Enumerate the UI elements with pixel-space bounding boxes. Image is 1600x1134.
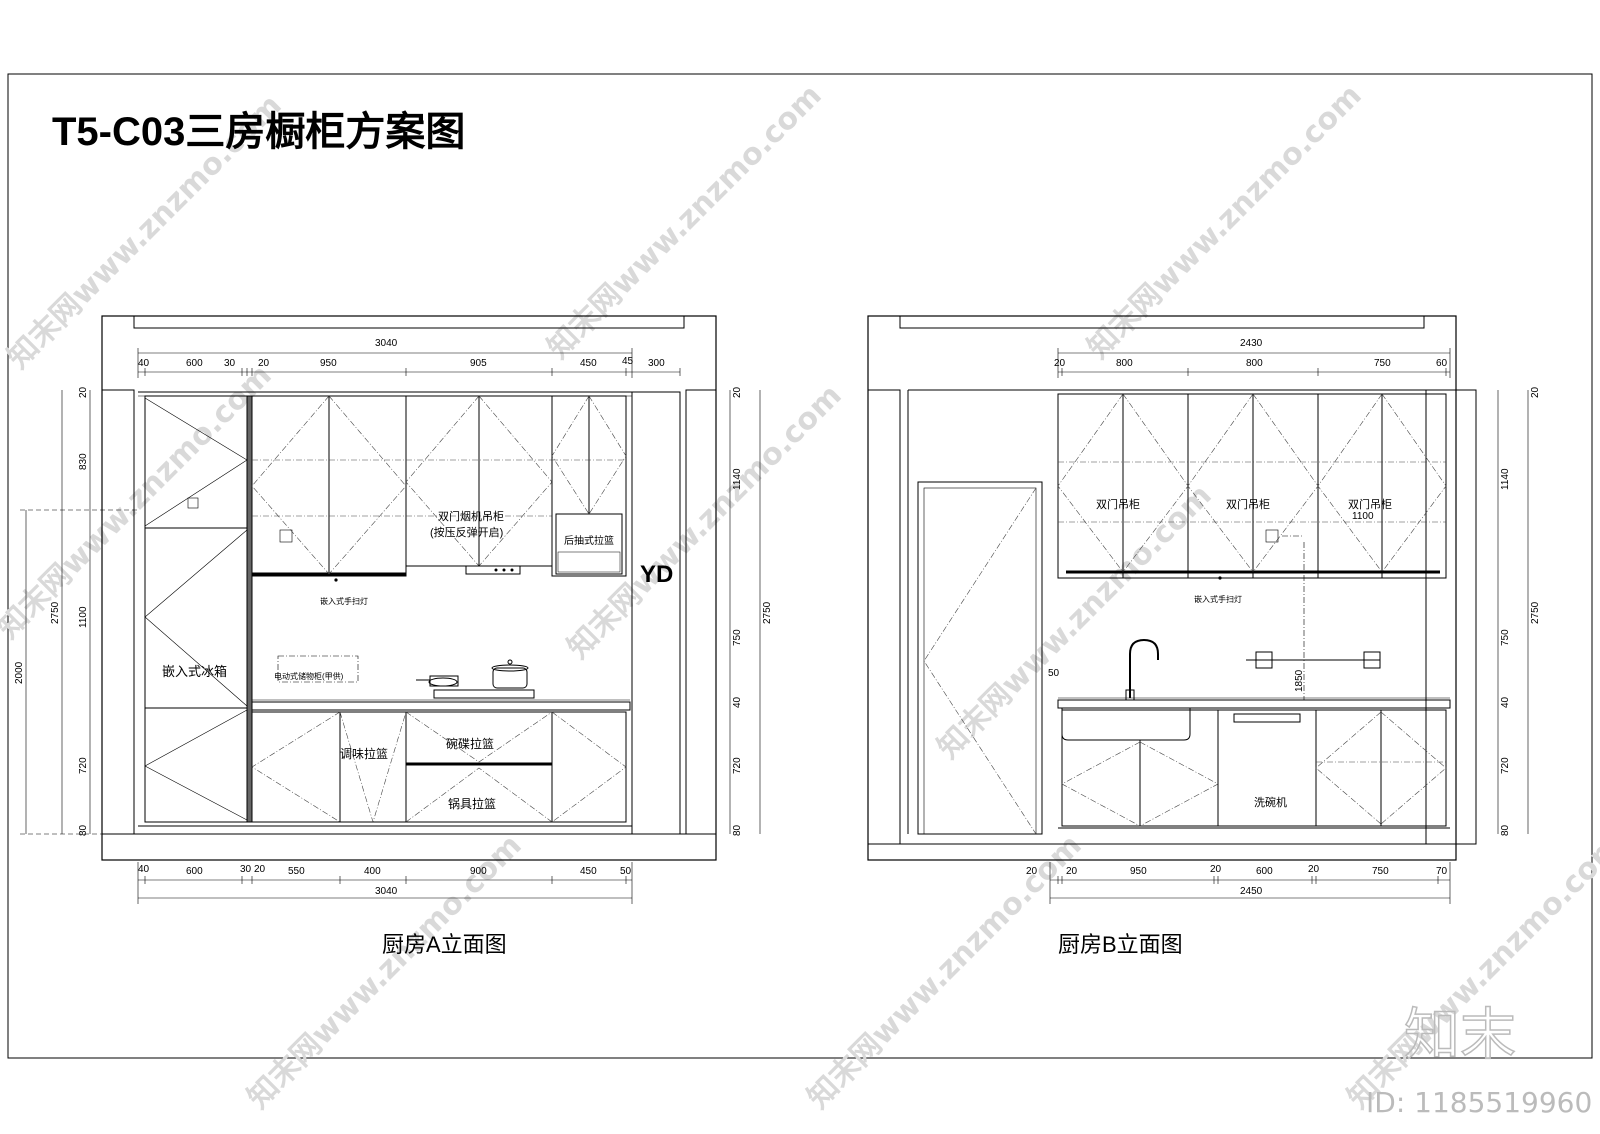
dim-b-right-4: 750 bbox=[1500, 629, 1511, 646]
dim-b-right-3: 2750 bbox=[1530, 601, 1541, 624]
dim-a-top-seg-2: 600 bbox=[186, 358, 203, 369]
dim-a-right-2: 1140 bbox=[732, 468, 743, 490]
watermark-text: 知末网www.znzmo.com bbox=[931, 478, 1219, 766]
dim-a-bot-seg-4: 20 bbox=[254, 864, 266, 875]
dim-b-bot-seg-1: 20 bbox=[1026, 866, 1038, 877]
yd-label: YD bbox=[640, 561, 673, 588]
dim-b-right-2: 1140 bbox=[1500, 468, 1511, 490]
elevation-a: 嵌入式冰箱 双门烟机吊柜 (按压反弹开启) bbox=[14, 315, 773, 957]
dishwasher-label: 洗碗机 bbox=[1254, 795, 1287, 809]
dim-a-left-4: 1100 bbox=[78, 606, 89, 628]
dim-b-right-1: 20 bbox=[1530, 386, 1541, 398]
dim-a-bot-seg-8: 450 bbox=[580, 866, 597, 877]
dim-a-bot-seg-3: 30 bbox=[240, 864, 252, 875]
watermark-text: 知末网www.znzmo.com bbox=[801, 828, 1089, 1116]
dim-a-top-seg-9: 300 bbox=[648, 358, 665, 369]
dim-a-bot-seg-9: 50 bbox=[620, 866, 632, 877]
dim-b-bot-seg-3: 950 bbox=[1130, 866, 1147, 877]
dim-b-right-5: 40 bbox=[1500, 696, 1511, 708]
dim-a-right-3: 2750 bbox=[762, 601, 773, 624]
dim-a-right-5: 40 bbox=[732, 696, 743, 708]
elevation-b: 双门吊柜 双门吊柜 双门吊柜 1100 嵌入式手扫灯 1850 50 洗碗机 bbox=[867, 315, 1541, 957]
dim-a-left-7: 80 bbox=[78, 824, 89, 836]
dim-50-label: 50 bbox=[1048, 668, 1060, 679]
wall-cabinet-1-label: 双门吊柜 bbox=[1096, 497, 1140, 511]
dim-a-top-total: 3040 bbox=[375, 338, 398, 349]
page-title: T5-C03三房橱柜方案图 bbox=[52, 110, 465, 154]
wall-cabinet-3-label: 双门吊柜 bbox=[1348, 497, 1392, 511]
watermark-text: 知末网www.znzmo.com bbox=[0, 358, 279, 646]
hood-cabinet-note: (按压反弹开启) bbox=[430, 525, 503, 539]
dim-b-bot-seg-2: 20 bbox=[1066, 866, 1078, 877]
elevation-a-caption: 厨房A立面图 bbox=[382, 932, 507, 957]
dim-b-top-seg-4: 750 bbox=[1374, 358, 1391, 369]
dim-a-top-seg-3: 30 bbox=[224, 358, 236, 369]
dim-a-right-4: 750 bbox=[732, 629, 743, 646]
dim-a-left-1: 20 bbox=[78, 386, 89, 398]
dim-b-bot-total: 2450 bbox=[1240, 886, 1263, 897]
dim-a-top-seg-7: 450 bbox=[580, 358, 597, 369]
b-hand-light-label: 嵌入式手扫灯 bbox=[1194, 594, 1242, 604]
brand-watermark: 知末 bbox=[1404, 1003, 1516, 1068]
dim-a-top-seg-1: 40 bbox=[138, 358, 150, 369]
dim-b-bot-seg-6: 20 bbox=[1308, 864, 1320, 875]
dim-b-top-seg-5: 60 bbox=[1436, 358, 1448, 369]
dim-a-bot-seg-2: 600 bbox=[186, 866, 203, 877]
dim-b-bot-seg-4: 20 bbox=[1210, 864, 1222, 875]
dim-a-top-seg-6: 905 bbox=[470, 358, 487, 369]
dim-b-top-total: 2430 bbox=[1240, 338, 1263, 349]
dim-a-top-seg-8: 45 bbox=[622, 356, 634, 367]
elevation-b-caption: 厨房B立面图 bbox=[1058, 932, 1183, 957]
dim-a-bot-seg-1: 40 bbox=[138, 864, 150, 875]
dim-b-top-seg-3: 800 bbox=[1246, 358, 1263, 369]
wall-cabinet-dim: 1100 bbox=[1352, 511, 1374, 522]
height-1850-label: 1850 bbox=[1294, 669, 1305, 692]
dim-a-left-2: 830 bbox=[78, 453, 89, 470]
dim-a-bot-seg-7: 900 bbox=[470, 866, 487, 877]
dim-b-bot-seg-8: 70 bbox=[1436, 866, 1448, 877]
watermark-text: 知末网www.znzmo.com bbox=[561, 378, 849, 666]
sheet-frame bbox=[7, 73, 1593, 1059]
dim-a-right-6: 720 bbox=[732, 757, 743, 774]
dim-a-bot-total: 3040 bbox=[375, 886, 398, 897]
dim-a-right-1: 20 bbox=[732, 386, 743, 398]
dim-b-bot-seg-5: 600 bbox=[1256, 866, 1273, 877]
pull-basket-label: 后抽式拉篮 bbox=[564, 534, 614, 547]
dim-b-top-seg-1: 20 bbox=[1054, 358, 1066, 369]
hood-cabinet-label: 双门烟机吊柜 bbox=[438, 509, 504, 523]
dim-b-right-6: 720 bbox=[1500, 757, 1511, 774]
dim-a-top-seg-4: 20 bbox=[258, 358, 270, 369]
seasoning-label: 调味拉篮 bbox=[340, 746, 388, 761]
dim-a-left-6: 720 bbox=[78, 757, 89, 774]
image-id: ID: 1185519960 bbox=[1366, 1086, 1592, 1119]
dim-a-left-3: 2750 bbox=[50, 601, 61, 624]
pot-basket-label: 锅具拉篮 bbox=[448, 796, 496, 811]
storage-label: 电动式储物柜(甲供) bbox=[274, 671, 344, 681]
wall-cabinet-2-label: 双门吊柜 bbox=[1226, 497, 1270, 511]
hand-light-label: 嵌入式手扫灯 bbox=[320, 596, 368, 606]
watermark-text: 知末网www.znzmo.com bbox=[541, 78, 829, 366]
watermark-text: 知末网www.znzmo.com bbox=[1081, 78, 1369, 366]
dish-basket-label: 碗碟拉篮 bbox=[446, 736, 494, 751]
watermark-layer: 知末网www.znzmo.com 知末网www.znzmo.com 知末网www… bbox=[0, 78, 1600, 1116]
dim-b-bot-seg-7: 750 bbox=[1372, 866, 1389, 877]
dim-a-top-seg-5: 950 bbox=[320, 358, 337, 369]
fridge-label: 嵌入式冰箱 bbox=[162, 664, 227, 679]
dim-b-top-seg-2: 800 bbox=[1116, 358, 1133, 369]
dim-a-left-5: 2000 bbox=[14, 661, 25, 684]
dim-a-right-7: 80 bbox=[732, 824, 743, 836]
dim-a-bot-seg-5: 550 bbox=[288, 866, 305, 877]
dim-b-right-7: 80 bbox=[1500, 824, 1511, 836]
dim-a-bot-seg-6: 400 bbox=[364, 866, 381, 877]
